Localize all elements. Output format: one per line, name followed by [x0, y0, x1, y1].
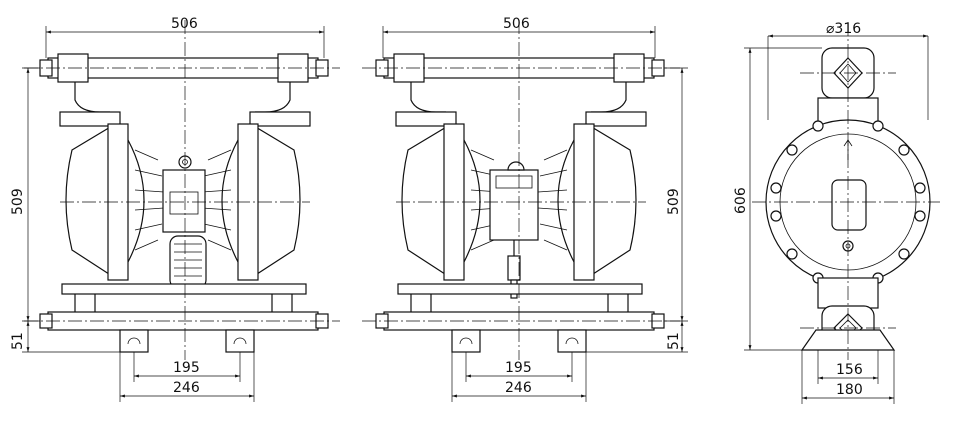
rear-height-label: 509	[666, 188, 682, 215]
front-foot-width-label: 246	[173, 380, 200, 396]
side-view: ⌀316 606 156 180	[733, 21, 940, 404]
side-port-diameter-label: ⌀316	[826, 21, 861, 37]
side-overall-height-label: 606	[733, 187, 749, 214]
rear-foot-width-label: 246	[505, 380, 532, 396]
rear-bolt-spacing-label: 195	[505, 360, 532, 376]
front-bolt-spacing-label: 195	[173, 360, 200, 376]
front-width-label: 506	[171, 16, 198, 32]
rear-width-label: 506	[503, 16, 530, 32]
side-foot-width-label: 180	[836, 382, 863, 398]
front-base-height-label: 51	[10, 332, 26, 350]
side-bolt-spacing-label: 156	[836, 362, 863, 378]
rear-base-height-label: 51	[666, 332, 682, 350]
front-height-label: 509	[10, 188, 26, 215]
front-view: 506 509 51 195 246	[10, 16, 340, 402]
rear-view: 506 509 51 195 246	[362, 16, 688, 402]
